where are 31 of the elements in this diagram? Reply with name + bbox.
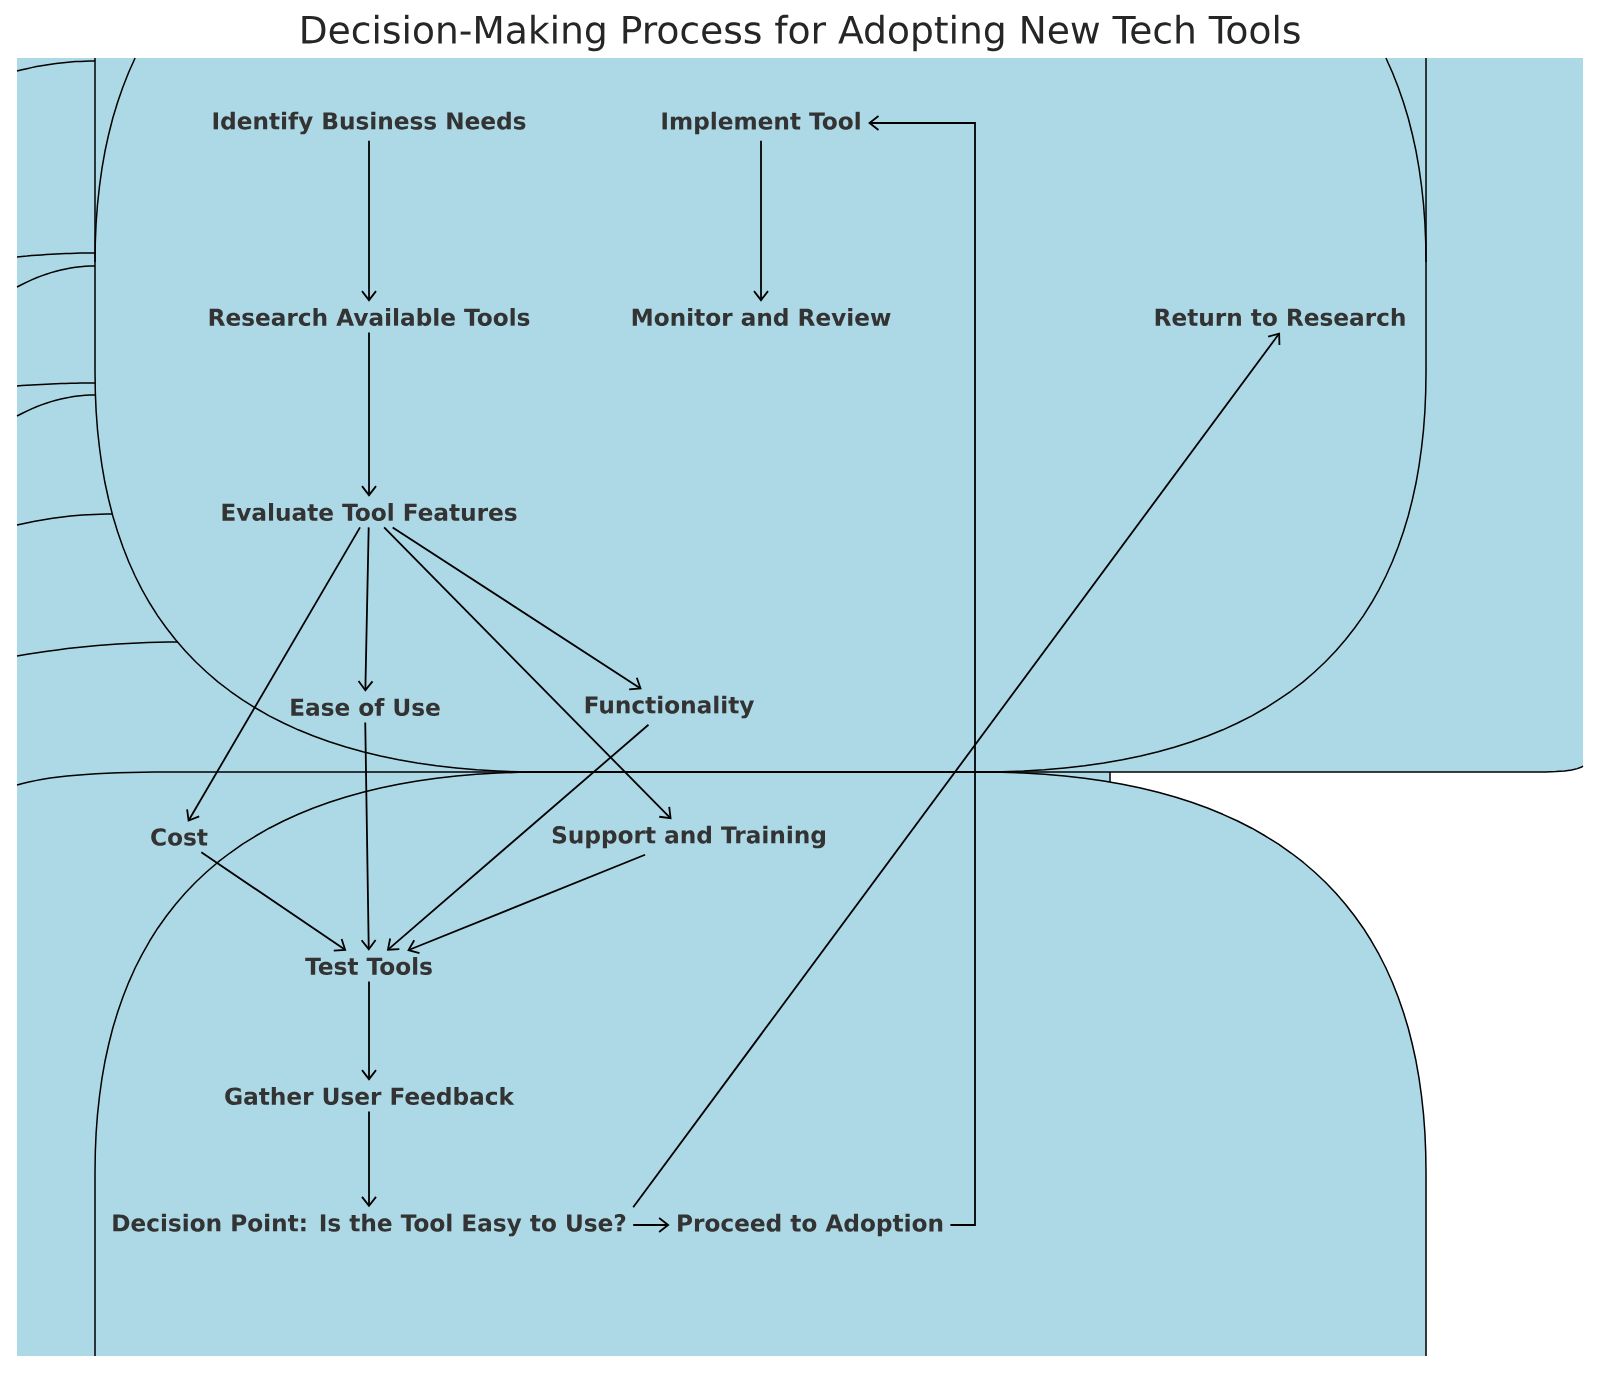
arrow [868,115,976,1226]
arrow [361,1110,377,1208]
step-label: Support and Training [552,825,825,849]
step-label: Proceed to Adoption [678,1213,943,1237]
arrow [361,331,377,497]
diagram-title: Decision-Making Process for Adopting New Tech Tools [302,14,1300,52]
step-label: Implement Tool [662,111,860,135]
step-label: Test Tools [305,957,432,975]
step-label: Ease of Use [291,698,440,716]
arrow [186,526,361,822]
step-label: Monitor and Review [632,308,891,326]
arrow [361,139,377,302]
step-label: Decision Point: Is the Tool Easy to Use? [113,1213,626,1237]
arrow [407,853,646,955]
step-label: Research Available Tools [209,308,530,326]
arrow [357,526,374,692]
step-label: Gather User Feedback [225,1087,515,1105]
arrow [386,723,650,951]
step-label: Return to Research [1155,308,1405,326]
arrow [391,526,642,691]
arrow [632,332,1281,1209]
arrow [200,851,347,952]
arrow [361,980,377,1081]
arrow [383,526,672,820]
arrow [632,1217,670,1233]
step-label: Cost [151,828,208,846]
arrow [360,721,377,951]
step-label: Evaluate Tool Features [222,503,517,521]
arrow [753,139,769,302]
step-label: Identify Business Needs [213,111,526,135]
step-label: Functionality [585,695,754,719]
